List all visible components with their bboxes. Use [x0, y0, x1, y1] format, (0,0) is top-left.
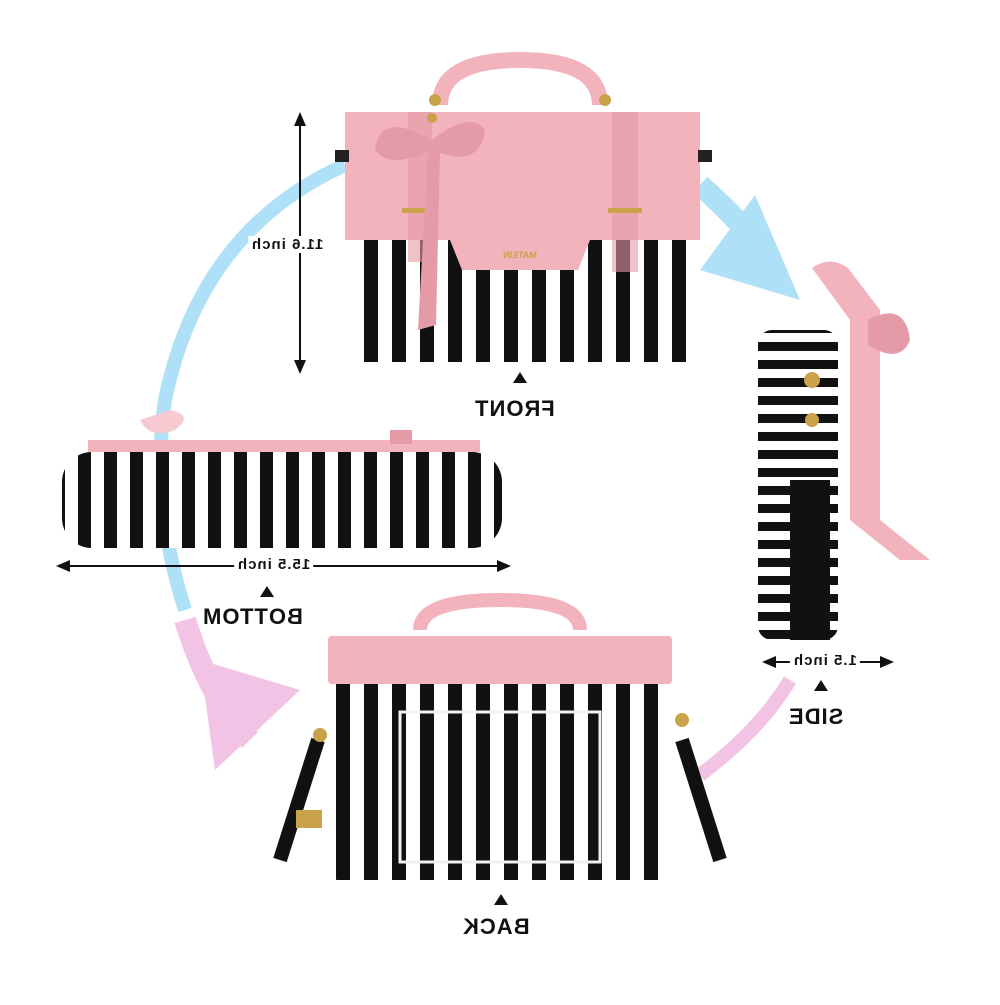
back-view-label: BACK	[462, 914, 530, 939]
width-dimension-label: 15.5 inch	[234, 556, 314, 573]
brand-logo: MATEIN	[503, 250, 537, 260]
depth-dimension-label: 1.5 inch	[790, 652, 860, 669]
bottom-view-bag	[62, 410, 502, 548]
side-view-label: SIDE	[788, 704, 844, 729]
arrow-head-blue-right	[700, 195, 800, 300]
front-view-label: FRONT	[474, 396, 555, 421]
arrow-arc-right-pink	[695, 676, 797, 781]
bottom-view-label: BOTTOM	[202, 604, 303, 629]
back-view-bag	[273, 592, 727, 880]
arrow-head-pink-left	[200, 660, 300, 770]
back-marker-icon	[494, 894, 508, 905]
front-marker-icon	[513, 372, 527, 383]
height-dimension-label: 11.6 inch	[248, 236, 327, 253]
rotation-arrows	[153, 158, 800, 781]
bottom-marker-icon	[260, 586, 274, 597]
front-view-bag	[335, 51, 712, 362]
side-marker-icon	[814, 680, 828, 691]
side-view-bag	[758, 261, 930, 640]
